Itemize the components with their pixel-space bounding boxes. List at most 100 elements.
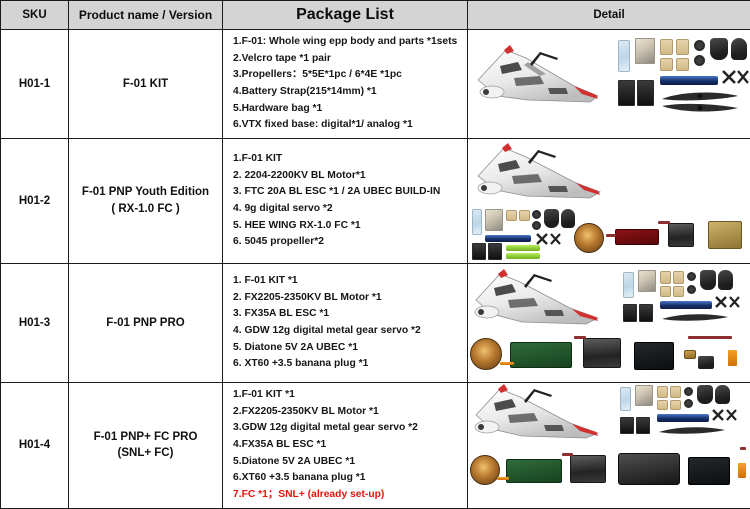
part-x-bracket-b (550, 233, 561, 245)
package-line: 5. HEE WING RX-1.0 FC *1 (233, 218, 463, 235)
part-wood-mount-b (673, 271, 684, 284)
part-x-bracket-b (737, 70, 749, 84)
part-washer-b (532, 221, 541, 230)
part-wood-mount-c (660, 286, 671, 297)
part-motor-cover-a (710, 38, 728, 60)
part-motor-cover-b (561, 209, 575, 228)
package-list-cell: 1.F-01 KIT 2. 2204-2200KV BL Motor*1 3. … (223, 139, 468, 264)
product-name-value: F-01 PNP PRO (69, 264, 223, 383)
package-list-cell: 1.F-01: Whole wing epp body and parts *1… (223, 30, 468, 139)
part-esc-wire (606, 234, 616, 237)
part-x-bracket-a (722, 70, 736, 84)
part-esc-lead (497, 477, 509, 480)
part-wood-mount-d (673, 286, 684, 297)
part-battery-pad-b (637, 80, 654, 106)
part-motor-cover-b (715, 385, 730, 404)
part-x-bracket-b (729, 296, 740, 308)
part-foam-pad (623, 272, 634, 298)
package-line: 2.FX2205-2350KV BL Motor *1 (233, 404, 463, 421)
package-line: 1.F-01 KIT (233, 151, 463, 168)
part-banana-plug-wire (688, 336, 732, 339)
package-line: 3.GDW 12g digital metal gear servo *2 (233, 420, 463, 437)
product-name-value: F-01 KIT (69, 30, 223, 139)
part-brushless-motor (470, 455, 500, 485)
part-banana-plug (684, 350, 696, 359)
product-name-value: F-01 PNP Youth Edition ( RX-1.0 FC ) (69, 139, 223, 264)
part-hardware-bag (635, 385, 653, 406)
part-wood-mount-b (670, 386, 681, 398)
column-header-sku: SKU (1, 1, 69, 30)
part-x-bracket-a (715, 296, 727, 308)
sku-value: H01-3 (1, 264, 69, 383)
table-row: H01-4 F-01 PNP+ FC PRO (SNL+ FC) 1.F-01 … (1, 383, 750, 509)
part-battery-pad-a (618, 80, 635, 106)
package-line: 5. Diatone 5V 2A UBEC *1 (233, 340, 463, 357)
part-xt60-connector (698, 356, 714, 369)
flying-wing-aircraft-icon (470, 34, 618, 122)
part-heat-shrink (738, 463, 746, 478)
part-motor-cover-b (718, 270, 733, 290)
detail-cell (468, 264, 750, 383)
part-flight-controller (688, 457, 730, 485)
package-line: 2. FX2205-2350KV BL Motor *1 (233, 290, 463, 307)
table-row: H01-2 F-01 PNP Youth Edition ( RX-1.0 FC… (1, 139, 750, 264)
part-propeller-a (660, 312, 730, 322)
part-propeller-green-a (506, 245, 540, 251)
part-foam-pad (472, 209, 482, 235)
package-line: 5.Hardware bag *1 (233, 101, 463, 118)
detail-cell (468, 383, 750, 509)
package-list-cell: 1. F-01 KIT *1 2. FX2205-2350KV BL Motor… (223, 264, 468, 383)
package-line: 4. 9g digital servo *2 (233, 201, 463, 218)
part-x-bracket-a (536, 233, 548, 245)
part-battery-strap (660, 76, 718, 85)
part-washer-b (687, 285, 696, 294)
column-header-package-list: Package List (223, 1, 468, 30)
part-battery-pad-a (623, 304, 637, 322)
part-washer-b (694, 55, 705, 66)
sku-value: H01-4 (1, 383, 69, 509)
part-vtx-box (618, 453, 680, 485)
part-esc-board (506, 459, 562, 483)
package-line: 6. 5045 propeller*2 (233, 234, 463, 251)
part-wood-mount-d (676, 58, 689, 71)
pnp-parts-group (472, 209, 747, 261)
product-name-line1: F-01 PNP Youth Edition ( RX-1.0 FC ) (82, 186, 209, 215)
package-line-highlight: 7.FC *1；SNL+ (already set-up) (233, 487, 463, 504)
column-header-product-name: Product name / Version (69, 1, 223, 30)
part-washer-a (694, 40, 705, 51)
part-propeller-a (660, 90, 740, 102)
part-wood-mount-a (660, 39, 673, 55)
package-list: 1.F-01: Whole wing epp body and parts *1… (233, 34, 463, 134)
product-name-line1: F-01 PNP+ FC PRO (SNL+ FC) (94, 431, 198, 460)
part-servo (668, 223, 694, 247)
part-washer-a (532, 210, 541, 219)
part-battery-strap (657, 414, 709, 422)
part-wood-mount-a (660, 271, 671, 284)
package-line: 1. F-01 KIT *1 (233, 273, 463, 290)
part-esc (615, 229, 659, 245)
part-motor-cover-a (700, 270, 716, 290)
part-x-bracket-b (726, 409, 737, 421)
package-list: 1.F-01 KIT *1 2.FX2205-2350KV BL Motor *… (233, 387, 463, 504)
package-line: 4.Battery Strap(215*14mm) *1 (233, 84, 463, 101)
part-esc-board (510, 342, 572, 368)
part-motor-cover-b (731, 38, 747, 60)
part-propeller-a (657, 425, 727, 435)
kit-parts-group (618, 36, 748, 122)
part-brushless-motor (470, 338, 502, 370)
part-flight-controller (708, 221, 742, 249)
flying-wing-aircraft-icon (470, 140, 620, 206)
package-line: 6.XT60 +3.5 banana plug *1 (233, 470, 463, 487)
detail-image-row1 (468, 30, 750, 138)
part-banana-plug-wire (740, 447, 746, 450)
package-line: 6.VTX fixed base: digital*1/ analog *1 (233, 117, 463, 134)
part-propeller-green-b (506, 253, 540, 259)
sku-value: H01-1 (1, 30, 69, 139)
part-esc-lead (500, 362, 514, 365)
detail-image-row3 (468, 264, 750, 382)
part-metal-gear-servo (583, 338, 621, 368)
table-row: H01-3 F-01 PNP PRO 1. F-01 KIT *1 2. FX2… (1, 264, 750, 383)
part-heat-shrink (728, 350, 737, 366)
part-servo-wire (562, 453, 573, 456)
